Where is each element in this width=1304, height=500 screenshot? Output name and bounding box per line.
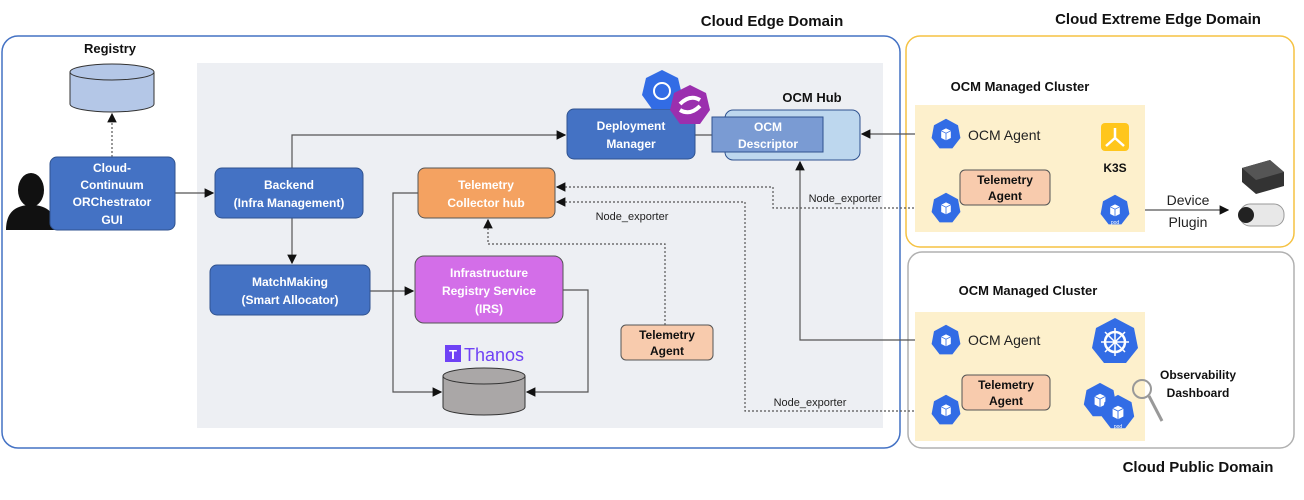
public-telemetry-agent-box[interactable]: Telemetry Agent (961, 374, 1051, 411)
svg-text:Manager: Manager (606, 137, 656, 151)
backend-box[interactable]: Backend (Infra Management) (214, 167, 364, 219)
orchestrator-gui-box[interactable]: Cloud- Continuum ORChestrator GUI (49, 156, 176, 231)
public-agent-to-hub-arrow (795, 160, 930, 341)
matchmaking-box[interactable]: MatchMaking (Smart Allocator) (209, 264, 371, 316)
svg-text:Agent: Agent (650, 344, 684, 358)
agent-to-collector-arrow (483, 218, 666, 325)
extreme-node-exporter-arrow (555, 182, 930, 209)
svg-text:ORChestrator: ORChestrator (73, 195, 152, 209)
kubernetes-icon (642, 70, 682, 109)
extreme-telemetry-agent-box[interactable]: Telemetry Agent (959, 169, 1051, 206)
svg-text:OCM: OCM (754, 120, 782, 134)
node-exporter-label-2: Node_exporter (596, 211, 669, 223)
observability-dashboard-label-1: Observability (1160, 368, 1236, 382)
public-cluster-title: OCM Managed Cluster (959, 283, 1098, 298)
svg-text:Telemetry: Telemetry (458, 178, 514, 192)
collector-to-thanos-arrow (392, 192, 443, 397)
extreme-cluster-title: OCM Managed Cluster (951, 79, 1090, 94)
user-icon (6, 173, 56, 230)
k3s-label: K3S (1103, 161, 1126, 175)
public-pod-label: pod (1114, 424, 1123, 430)
thanos-database-icon (442, 367, 526, 416)
magnifier-icon (1132, 379, 1164, 422)
cloud-edge-domain-title: Cloud Edge Domain (701, 13, 844, 30)
extreme-ocm-agent-label: OCM Agent (968, 127, 1040, 143)
svg-text:(IRS): (IRS) (475, 302, 503, 316)
svg-text:Deployment: Deployment (597, 119, 666, 133)
pod-label: pod (1111, 220, 1120, 226)
node-exporter-label-3: Node_exporter (774, 397, 847, 409)
ocm-hub-label: OCM Hub (782, 90, 841, 105)
operator-icon (670, 85, 710, 124)
thanos-logo: T Thanos (445, 345, 524, 365)
device-plugin-label-1: Device (1167, 192, 1210, 208)
svg-text:Telemetry: Telemetry (639, 328, 695, 342)
camera-device-icon (1238, 203, 1285, 227)
svg-text:T: T (449, 347, 457, 362)
deployment-manager-box[interactable]: Deployment Manager (566, 108, 696, 160)
telemetry-agent-box[interactable]: Telemetry Agent (620, 324, 714, 361)
svg-text:Collector hub: Collector hub (447, 196, 524, 210)
registry-label: Registry (84, 41, 137, 56)
svg-text:GUI: GUI (101, 213, 122, 227)
irs-to-thanos-arrow (525, 289, 589, 397)
svg-text:Backend: Backend (264, 178, 314, 192)
telemetry-collector-hub-box[interactable]: Telemetry Collector hub (417, 167, 556, 219)
svg-text:(Infra Management): (Infra Management) (234, 196, 345, 210)
svg-text:Registry Service: Registry Service (442, 284, 536, 298)
ocm-descriptor-box[interactable]: OCM Descriptor (711, 116, 824, 153)
svg-text:Continuum: Continuum (80, 178, 143, 192)
irs-box[interactable]: Infrastructure Registry Service (IRS) (414, 255, 564, 324)
svg-text:Telemetry: Telemetry (978, 378, 1034, 392)
cloud-extreme-edge-domain-title: Cloud Extreme Edge Domain (1055, 11, 1261, 28)
svg-text:Cloud-: Cloud- (93, 161, 131, 175)
svg-text:MatchMaking: MatchMaking (252, 275, 328, 289)
thanos-label: Thanos (464, 345, 524, 365)
observability-dashboard-label-2: Dashboard (1167, 386, 1230, 400)
svg-text:Descriptor: Descriptor (738, 137, 798, 151)
k3s-icon (1101, 123, 1129, 151)
svg-text:Telemetry: Telemetry (977, 173, 1033, 187)
cloud-public-domain-title: Cloud Public Domain (1123, 459, 1274, 476)
backend-to-deployment-arrow (291, 130, 567, 168)
public-node-exporter-arrow (555, 197, 930, 412)
public-ocm-agent-label: OCM Agent (968, 332, 1040, 348)
device-plugin-label-2: Plugin (1169, 214, 1208, 230)
svg-text:(Smart Allocator): (Smart Allocator) (242, 293, 339, 307)
svg-text:Agent: Agent (988, 189, 1022, 203)
svg-text:Infrastructure: Infrastructure (450, 266, 528, 280)
node-exporter-label-1: Node_exporter (809, 193, 882, 205)
registry-database-icon (69, 63, 155, 113)
kubernetes-wheel-icon (1092, 318, 1138, 363)
gateway-device-icon (1242, 160, 1284, 194)
svg-text:Agent: Agent (989, 394, 1023, 408)
